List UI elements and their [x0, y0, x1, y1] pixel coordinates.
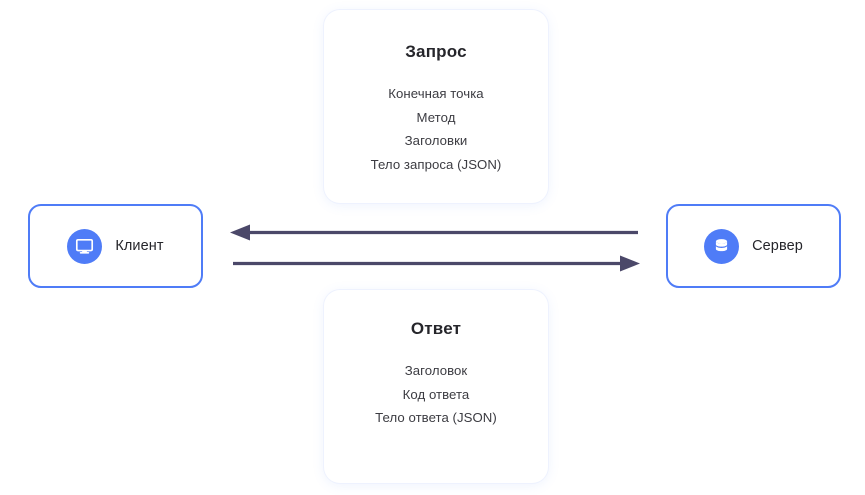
response-line-header: Заголовок — [404, 363, 468, 378]
response-arrow — [230, 224, 638, 241]
response-arrow-head — [230, 224, 250, 241]
request-line-method: Метод — [416, 109, 456, 125]
request-line-headers: Заголовки — [404, 133, 468, 148]
database-icon — [704, 228, 740, 264]
response-panel: Ответ Заголовок Код ответа Тело ответа (… — [324, 290, 548, 483]
request-panel: Запрос Конечная точка Метод Заголовки Те… — [324, 10, 548, 203]
request-arrow-head — [620, 255, 640, 272]
desktop-monitor-icon — [67, 228, 103, 264]
response-panel-lines: Заголовок Код ответа Тело ответа (JSON) — [324, 359, 548, 430]
server-node-label: Сервер — [752, 238, 803, 254]
client-node[interactable]: Клиент — [28, 204, 203, 288]
server-node[interactable]: Сервер — [666, 204, 841, 288]
client-node-label: Клиент — [115, 238, 164, 254]
request-panel-lines: Конечная точка Метод Заголовки Тело запр… — [324, 82, 548, 176]
request-panel-title: Запрос — [405, 42, 467, 61]
response-line-status-code: Код ответа — [402, 386, 470, 402]
request-arrow — [233, 255, 640, 272]
response-panel-title: Ответ — [410, 319, 462, 338]
request-line-endpoint: Конечная точка — [388, 86, 484, 101]
response-line-body: Тело ответа (JSON) — [375, 410, 497, 425]
request-line-body: Тело запроса (JSON) — [370, 156, 502, 172]
